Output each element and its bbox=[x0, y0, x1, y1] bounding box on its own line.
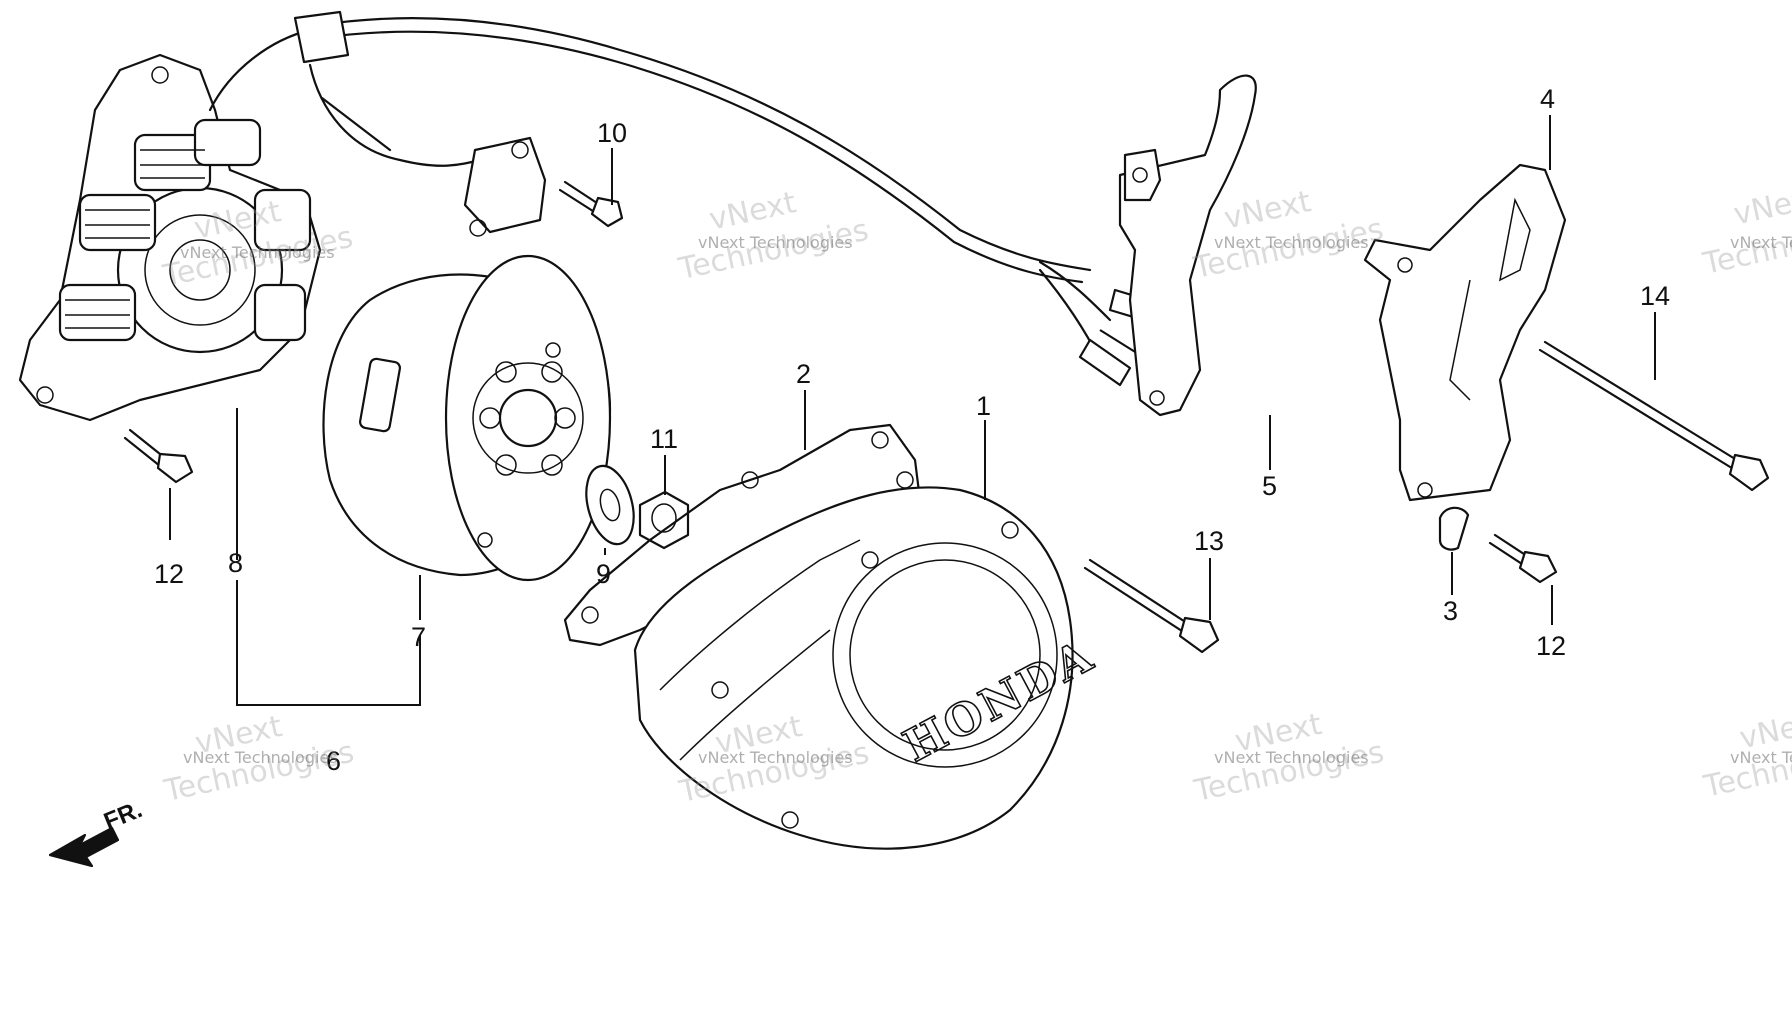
callout-3: 3 bbox=[1443, 596, 1458, 626]
front-label: FR. bbox=[100, 796, 146, 836]
callout-2: 2 bbox=[796, 359, 811, 389]
callout-12-right: 12 bbox=[1536, 631, 1566, 661]
svg-text:vNext Technologies: vNext Technologies bbox=[698, 748, 853, 767]
guard-5 bbox=[1118, 74, 1257, 417]
front-direction-indicator: FR. bbox=[48, 796, 146, 868]
wiring-harness bbox=[293, 10, 1167, 387]
left-crankcase-cover-1: HONDA bbox=[633, 486, 1103, 850]
callout-13: 13 bbox=[1194, 526, 1224, 556]
svg-text:vNext Technologies: vNext Technologies bbox=[1730, 233, 1792, 252]
bolt-12-right bbox=[1488, 533, 1558, 584]
svg-text:vNext Technologies: vNext Technologies bbox=[183, 748, 338, 767]
svg-text:vNext Technologies: vNext Technologies bbox=[180, 243, 335, 262]
callout-5: 5 bbox=[1262, 471, 1277, 501]
callouts: 1 2 3 4 5 6 7 8 9 10 11 12 12 13 14 bbox=[154, 84, 1670, 776]
svg-text:vNext: vNext bbox=[1731, 180, 1792, 233]
callout-14: 14 bbox=[1640, 281, 1670, 311]
svg-text:vNext Technologies: vNext Technologies bbox=[1214, 233, 1369, 252]
callout-9: 9 bbox=[596, 559, 611, 589]
bolt-12-left bbox=[123, 428, 194, 484]
svg-text:vNext Technologies: vNext Technologies bbox=[698, 233, 853, 252]
callout-12-left: 12 bbox=[154, 559, 184, 589]
callout-1: 1 bbox=[976, 391, 991, 421]
clip-3 bbox=[1438, 506, 1470, 551]
guard-4 bbox=[1363, 163, 1567, 502]
washer-9 bbox=[585, 464, 635, 546]
bolt-10 bbox=[558, 180, 624, 228]
callout-6: 6 bbox=[326, 746, 341, 776]
bolt-13 bbox=[1083, 558, 1220, 654]
arrow-left-icon bbox=[48, 826, 120, 868]
callout-8: 8 bbox=[228, 548, 243, 578]
svg-text:vNext Technologies: vNext Technologies bbox=[1214, 748, 1369, 767]
callout-4: 4 bbox=[1540, 84, 1555, 114]
callout-10: 10 bbox=[597, 118, 627, 148]
flywheel bbox=[322, 254, 612, 582]
callout-7: 7 bbox=[411, 622, 426, 652]
nut-11 bbox=[638, 490, 690, 550]
callout-11: 11 bbox=[650, 424, 678, 454]
bolt-14 bbox=[1538, 340, 1770, 492]
stator-assembly bbox=[18, 28, 322, 422]
svg-text:vNext Technologies: vNext Technologies bbox=[1730, 748, 1792, 767]
leader-lines bbox=[169, 115, 1656, 706]
